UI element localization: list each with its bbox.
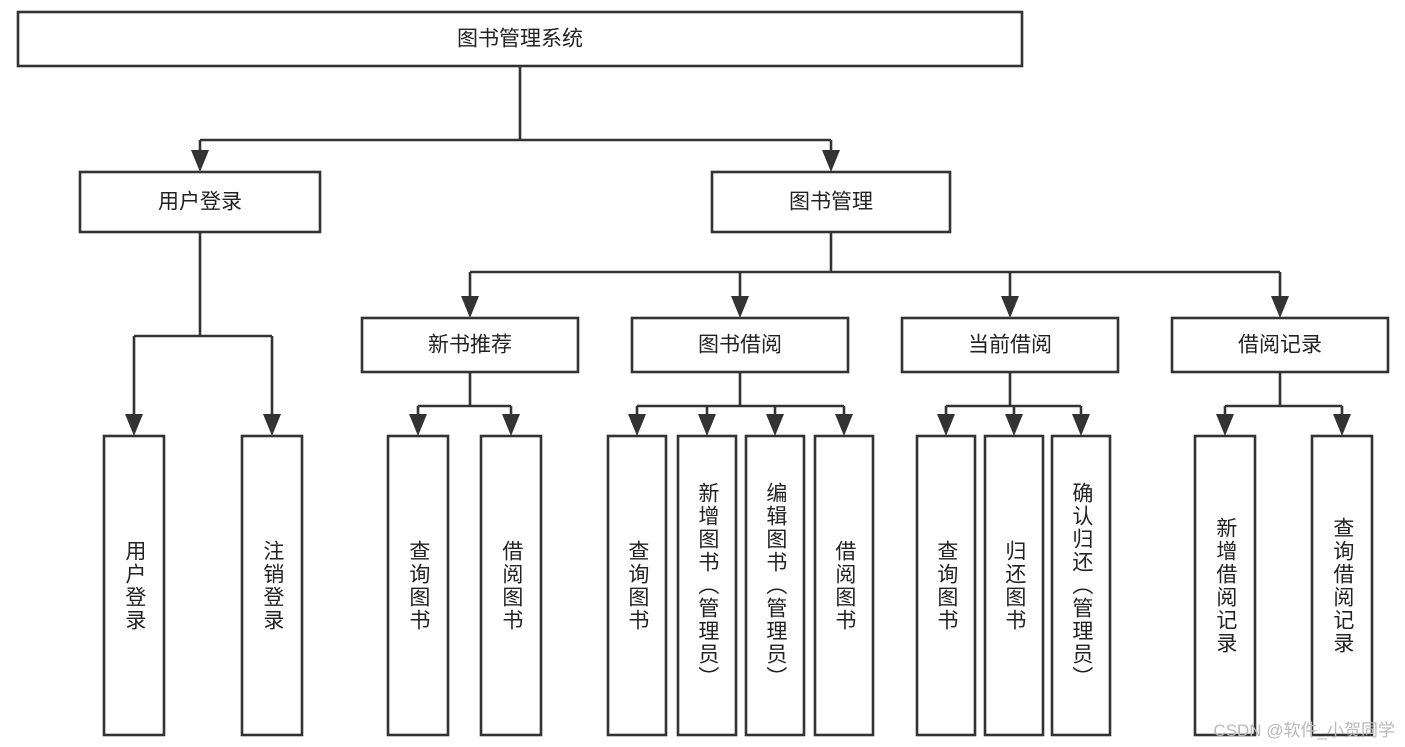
leaf-node-leaf-query-book-3[interactable] — [915, 434, 977, 737]
node-label-book-borrow: 图书借阅 — [698, 334, 782, 357]
arrow-head-icon — [835, 414, 853, 436]
arrow-head-icon — [1333, 414, 1351, 436]
node-label-borrow-record: 借阅记录 — [1238, 334, 1322, 357]
connectors-layer — [125, 66, 1351, 436]
arrow-head-icon — [1216, 414, 1234, 436]
arrow-head-icon — [502, 414, 520, 436]
arrow-head-icon — [409, 414, 427, 436]
arrow-head-icon — [937, 414, 955, 436]
arrow-head-icon — [191, 150, 209, 172]
level3-node-new-book-recommend[interactable] — [360, 316, 580, 374]
arrow-head-icon — [766, 414, 784, 436]
leaf-node-leaf-query-book-1[interactable] — [386, 434, 450, 737]
connector-group — [409, 372, 520, 436]
arrow-head-icon — [1005, 414, 1023, 436]
level3-node-borrow-record[interactable] — [1170, 316, 1390, 374]
arrow-head-icon — [628, 414, 646, 436]
node-label-root: 图书管理系统 — [457, 28, 583, 51]
leaf-node-leaf-logout[interactable] — [240, 434, 304, 737]
watermark-text: CSDN @软件_小贺同学 — [1213, 721, 1395, 740]
connector-group — [461, 232, 1289, 318]
connector-group — [628, 372, 853, 436]
node-label-book-manage: 图书管理 — [789, 191, 873, 214]
leaf-node-leaf-user-login[interactable] — [102, 434, 166, 737]
connector-group — [937, 372, 1090, 436]
leaf-node-leaf-edit-book[interactable] — [744, 434, 806, 737]
arrow-head-icon — [263, 414, 281, 436]
leaf-node-leaf-borrow-book-1[interactable] — [479, 434, 543, 737]
connector-group — [125, 232, 281, 436]
arrow-head-icon — [1001, 296, 1019, 318]
arrow-head-icon — [822, 150, 840, 172]
level3-node-current-borrow[interactable] — [900, 316, 1120, 374]
leaf-node-leaf-confirm-return[interactable] — [1050, 434, 1112, 737]
leaf-node-leaf-add-book[interactable] — [676, 434, 738, 737]
node-label-current-borrow: 当前借阅 — [968, 334, 1052, 357]
level3-node-book-borrow[interactable] — [630, 316, 850, 374]
arrow-head-icon — [125, 414, 143, 436]
level2-node-user-login[interactable] — [78, 170, 322, 234]
leaf-node-leaf-borrow-book-2[interactable] — [813, 434, 875, 737]
level2-node-book-manage[interactable] — [710, 170, 952, 234]
leaf-node-leaf-return-book[interactable] — [983, 434, 1045, 737]
node-label-new-book-recommend: 新书推荐 — [428, 334, 512, 357]
arrow-head-icon — [1072, 414, 1090, 436]
connector-group — [1216, 372, 1351, 436]
connector-group — [191, 66, 840, 172]
arrow-head-icon — [698, 414, 716, 436]
arrow-head-icon — [461, 296, 479, 318]
node-label-user-login: 用户登录 — [158, 191, 242, 214]
arrow-head-icon — [731, 296, 749, 318]
leaf-node-leaf-query-record[interactable] — [1310, 434, 1374, 737]
arrow-head-icon — [1271, 296, 1289, 318]
root-node-root[interactable] — [16, 10, 1024, 68]
leaf-node-leaf-add-record[interactable] — [1193, 434, 1257, 737]
leaf-node-leaf-query-book-2[interactable] — [606, 434, 668, 737]
node-boxes-layer — [16, 10, 1390, 737]
